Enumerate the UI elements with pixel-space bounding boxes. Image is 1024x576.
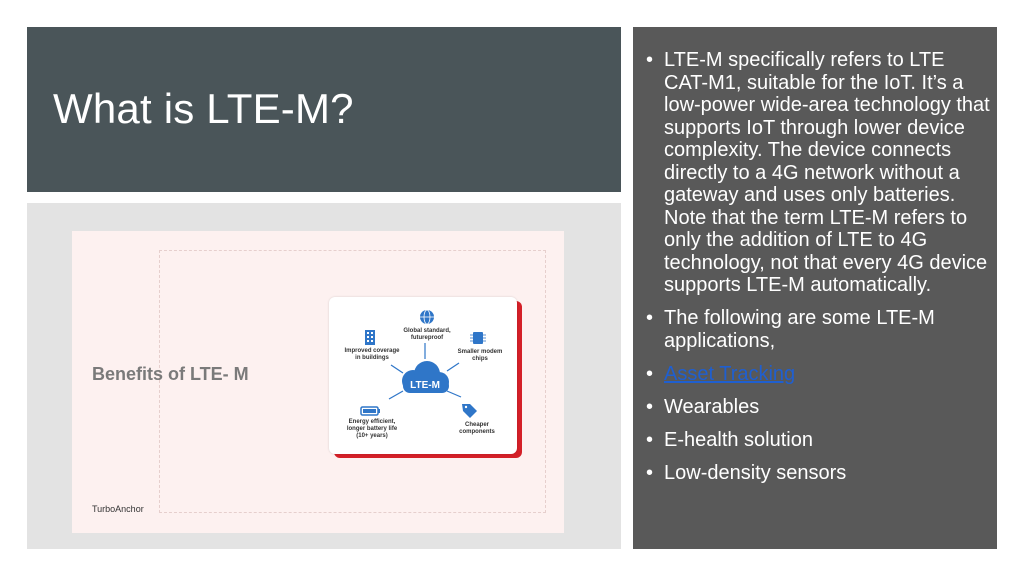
infographic-heading: Benefits of LTE- M: [92, 364, 249, 384]
bullet-item: • LTE-M specifically refers to LTE CAT-M1…: [641, 49, 993, 297]
benefits-infographic: Benefits of LTE- M TurboAnchor: [72, 231, 564, 533]
brand-logo: TurboAnchor: [92, 504, 144, 514]
benefit-text: Smaller modem: [457, 349, 503, 355]
benefit-text: in buildings: [355, 355, 389, 361]
slide-title: What is LTE-M?: [53, 85, 354, 132]
building-icon: [365, 330, 375, 345]
asset-tracking-link[interactable]: Asset Tracking: [664, 362, 796, 385]
bullet-text: LTE-M specifically refers to LTE CAT-M1,…: [664, 49, 990, 296]
bullet-dot: •: [646, 395, 654, 418]
bullet-dot: •: [646, 461, 654, 484]
title-panel: What is LTE-M?: [27, 27, 621, 192]
bullet-dot: •: [646, 307, 654, 329]
bullet-text: The following are some LTE-M application…: [664, 307, 935, 352]
bullet-dot: •: [646, 49, 654, 71]
bullet-list: • LTE-M specifically refers to LTE CAT-M1…: [641, 49, 993, 495]
benefit-smaller-chips: Smaller modem chips: [451, 349, 509, 363]
benefit-cheaper-components: Cheaper components: [447, 422, 507, 436]
card-graphic: LTE-M: [360, 309, 486, 418]
lte-m-card: LTE-M: [329, 297, 517, 454]
bullet-item: • The following are some LTE-M applicatio…: [641, 307, 993, 352]
bullet-item: • Wearables: [641, 396, 993, 419]
bullet-dot: •: [646, 362, 654, 385]
bullet-item: • Low-density sensors: [641, 462, 993, 485]
benefit-text: futureproof: [410, 335, 444, 341]
text-panel: • LTE-M specifically refers to LTE CAT-M1…: [633, 27, 997, 549]
benefit-improved-coverage: Improved coverage in buildings: [337, 348, 407, 362]
benefit-global-standard: Global standard, futureproof: [399, 328, 455, 342]
benefit-text: Energy efficient,: [348, 419, 396, 425]
battery-icon: [360, 406, 380, 416]
chip-icon: [470, 332, 486, 344]
dashed-frame: [159, 250, 546, 513]
benefit-energy-efficient: Energy efficient, longer battery life (1…: [337, 419, 407, 440]
bullet-text: Low-density sensors: [664, 461, 847, 484]
bullet-item: • Asset Tracking: [641, 363, 993, 386]
benefit-text: Global standard,: [403, 328, 451, 334]
bullet-text: E-health solution: [664, 428, 813, 451]
cloud-label: LTE-M: [410, 380, 440, 391]
benefit-text: Improved coverage: [344, 348, 400, 354]
bullet-item: • E-health solution: [641, 429, 993, 452]
benefit-text: components: [459, 429, 495, 435]
tag-icon: [462, 404, 477, 418]
benefit-text: longer battery life: [346, 426, 398, 432]
benefit-text: Cheaper: [464, 422, 489, 428]
benefit-text: (10+ years): [356, 433, 388, 439]
benefit-text: chips: [472, 356, 488, 362]
bullet-dot: •: [646, 428, 654, 451]
globe-icon: [420, 309, 434, 325]
bullet-text: Wearables: [664, 395, 760, 418]
image-panel: Benefits of LTE- M TurboAnchor: [27, 203, 621, 549]
connector-lines: [388, 343, 462, 400]
cloud-icon: [402, 361, 449, 393]
